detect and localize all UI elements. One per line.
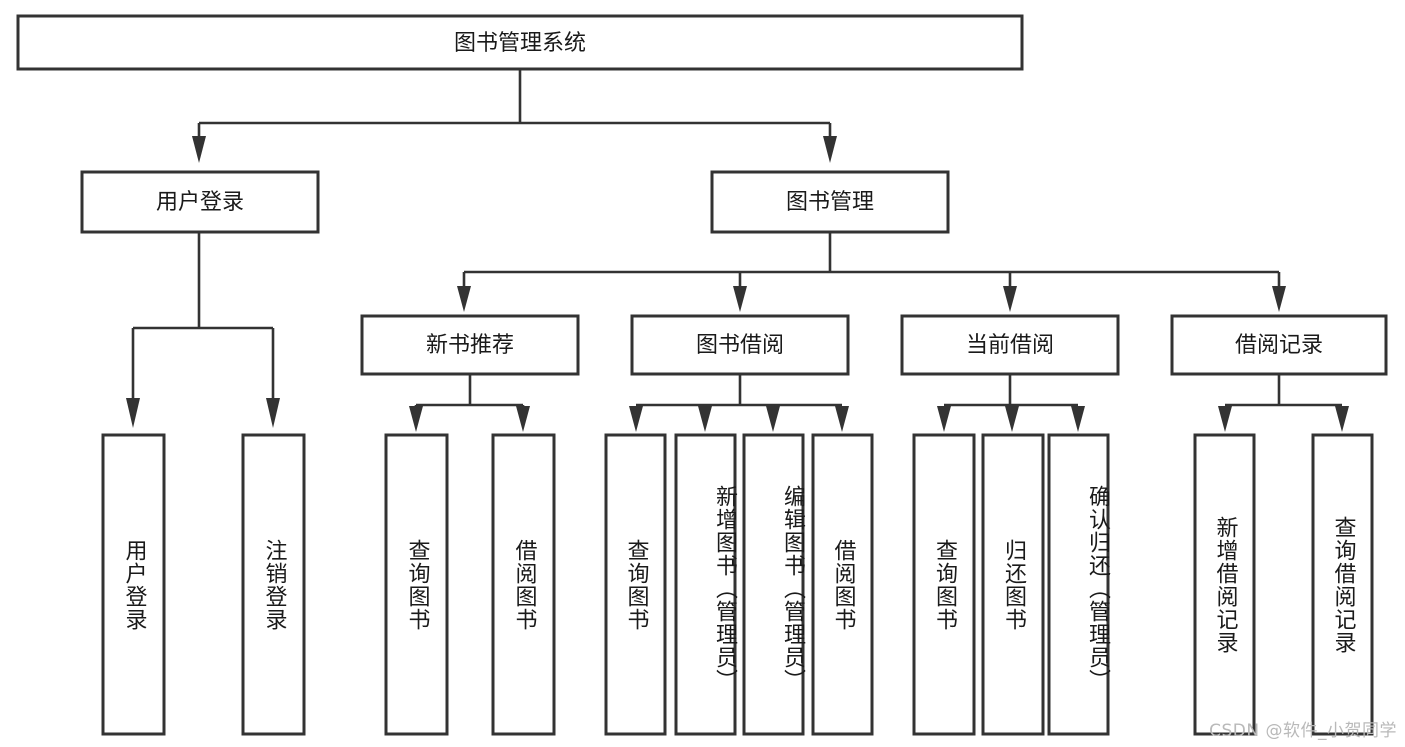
arrowhead-book-borrow: [733, 286, 747, 312]
arrowhead-leaf-user-login: [126, 398, 140, 428]
node-box-leaf-user-login[interactable]: [101, 433, 166, 736]
arrowhead-leaf-confirm-return: [1071, 406, 1085, 432]
arrowhead-leaf-query-book-3: [937, 406, 951, 432]
node-box-current-borrow[interactable]: [900, 314, 1120, 376]
connector-layer: [126, 70, 1349, 432]
node-box-leaf-query-book-2[interactable]: [604, 433, 667, 736]
arrowhead-book-management: [823, 136, 837, 163]
node-box-leaf-logout-login[interactable]: [241, 433, 306, 736]
arrowhead-current-borrow: [1003, 286, 1017, 312]
node-box-leaf-add-book[interactable]: [674, 433, 737, 736]
node-box-book-management[interactable]: [710, 170, 950, 234]
arrowhead-borrow-record: [1272, 286, 1286, 312]
node-box-leaf-borrow-book-2[interactable]: [811, 433, 874, 736]
label-current-borrow: 当前借阅: [966, 333, 1054, 358]
node-box-root[interactable]: [16, 14, 1024, 71]
watermark: CSDN @软件_小贺同学: [1209, 721, 1397, 741]
label-new-book-recommend: 新书推荐: [426, 333, 514, 358]
arrowhead-leaf-logout-login: [266, 398, 280, 428]
node-box-leaf-confirm-return[interactable]: [1047, 433, 1110, 736]
node-box-user-login[interactable]: [80, 170, 320, 234]
node-box-leaf-return-book[interactable]: [981, 433, 1045, 736]
node-box-leaf-query-book-1[interactable]: [384, 433, 449, 736]
label-root: 图书管理系统: [454, 31, 586, 56]
node-box-leaf-query-record[interactable]: [1311, 433, 1374, 736]
arrowhead-leaf-borrow-book-1: [516, 406, 530, 432]
arrowhead-leaf-edit-book: [766, 406, 780, 432]
node-box-leaf-query-book-3[interactable]: [912, 433, 976, 736]
arrowhead-leaf-query-record: [1335, 406, 1349, 432]
label-book-borrow: 图书借阅: [696, 333, 784, 358]
arrowhead-leaf-borrow-book-2: [835, 406, 849, 432]
node-box-book-borrow[interactable]: [630, 314, 850, 376]
arrowhead-leaf-add-record: [1218, 406, 1232, 432]
label-user-login: 用户登录: [156, 190, 244, 215]
arrowhead-leaf-add-book: [698, 406, 712, 432]
node-box-borrow-record[interactable]: [1170, 314, 1388, 376]
node-layer: [16, 14, 1388, 736]
arrowhead-new-book-recommend: [457, 286, 471, 312]
node-box-leaf-borrow-book-1[interactable]: [491, 433, 556, 736]
arrowhead-user-login: [192, 136, 206, 163]
label-borrow-record: 借阅记录: [1235, 333, 1323, 358]
arrowhead-leaf-query-book-2: [629, 406, 643, 432]
node-box-leaf-add-record[interactable]: [1193, 433, 1256, 736]
node-box-new-book-recommend[interactable]: [360, 314, 580, 376]
arrowhead-leaf-return-book: [1005, 406, 1019, 432]
label-layer: 图书管理系统 用户登录 图书管理 新书推荐 图书借阅 当前借阅 借阅记录: [156, 31, 1323, 358]
label-book-management: 图书管理: [786, 190, 874, 215]
node-box-leaf-edit-book[interactable]: [742, 433, 805, 736]
arrowhead-leaf-query-book-1: [409, 406, 423, 432]
